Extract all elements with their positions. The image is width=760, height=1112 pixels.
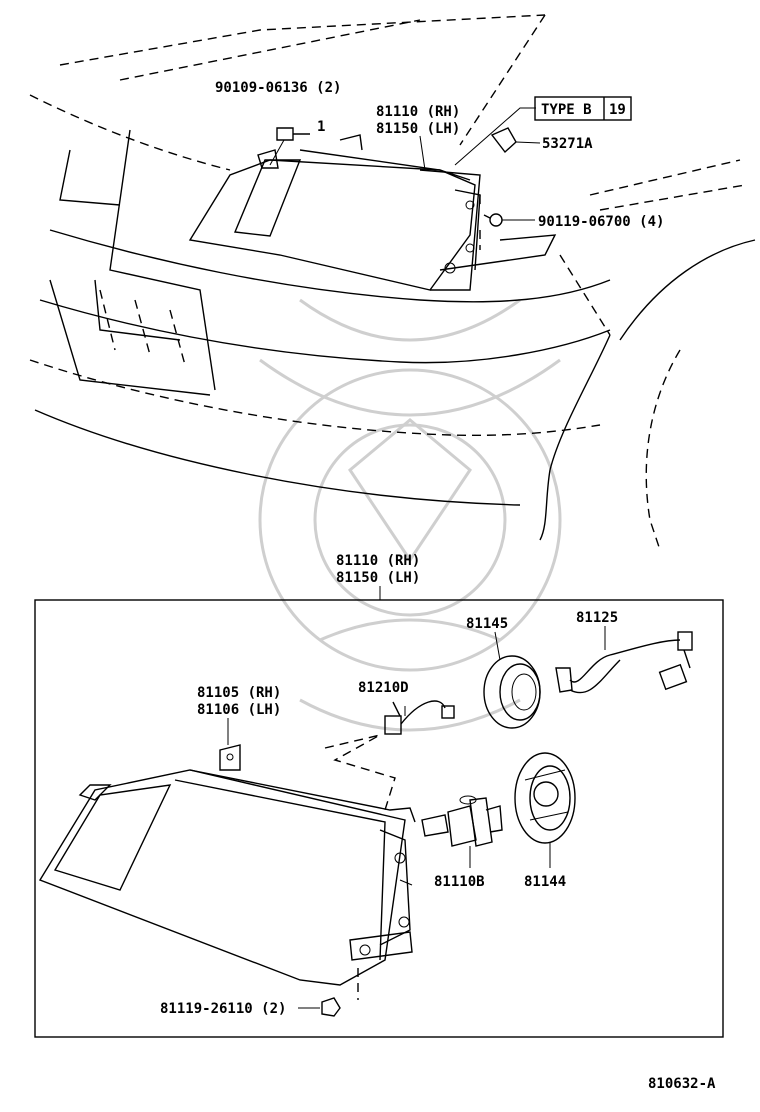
leader-type-box bbox=[454, 107, 536, 166]
label-bolt-top-num: 1 bbox=[317, 119, 325, 135]
label-housing-lh: 81106 (LH) bbox=[197, 702, 281, 718]
bulb-icon bbox=[384, 700, 455, 735]
exploded-view-frame bbox=[34, 599, 724, 1038]
wire-harness-icon bbox=[555, 631, 693, 694]
main-bulb-icon bbox=[421, 795, 503, 847]
label-nut: 81119-26110 (2) bbox=[160, 1001, 286, 1017]
leader-unit-top bbox=[419, 135, 426, 171]
type-badge bbox=[534, 96, 632, 121]
nut-icon bbox=[321, 997, 341, 1017]
label-unit-top-lh: 81150 (LH) bbox=[376, 121, 460, 137]
vehicle-body bbox=[29, 14, 756, 551]
label-cover: 81145 bbox=[466, 616, 508, 632]
label-housing-rh: 81105 (RH) bbox=[197, 685, 281, 701]
bolt-icon bbox=[269, 127, 310, 166]
label-bulb-main: 81110B bbox=[434, 874, 485, 890]
label-unit-top-rh: 81110 (RH) bbox=[376, 104, 460, 120]
label-bulb-small: 81210D bbox=[358, 680, 409, 696]
leader-cover bbox=[494, 631, 501, 661]
label-screw: 90119-06700 (4) bbox=[538, 214, 664, 230]
label-type-num: 19 bbox=[609, 102, 626, 118]
headlamp-housing bbox=[38, 744, 416, 986]
rubber-cover-icon bbox=[483, 655, 541, 729]
screw-icon bbox=[479, 195, 535, 250]
guide-bulb-small bbox=[324, 734, 396, 811]
label-wire: 81125 bbox=[576, 610, 618, 626]
clip-icon bbox=[490, 127, 541, 154]
label-unit-rh: 81110 (RH) bbox=[336, 553, 420, 569]
label-type: TYPE B bbox=[541, 102, 592, 118]
socket-icon bbox=[514, 752, 576, 844]
label-unit-lh: 81150 (LH) bbox=[336, 570, 420, 586]
headlamp-installed bbox=[188, 134, 557, 291]
diagram-id: 810632-A bbox=[648, 1076, 716, 1092]
watermark-emblem bbox=[258, 298, 562, 732]
label-socket: 81144 bbox=[524, 874, 566, 890]
label-bolt-top: 90109-06136 (2) bbox=[215, 80, 341, 96]
label-clip: 53271A bbox=[542, 136, 593, 152]
